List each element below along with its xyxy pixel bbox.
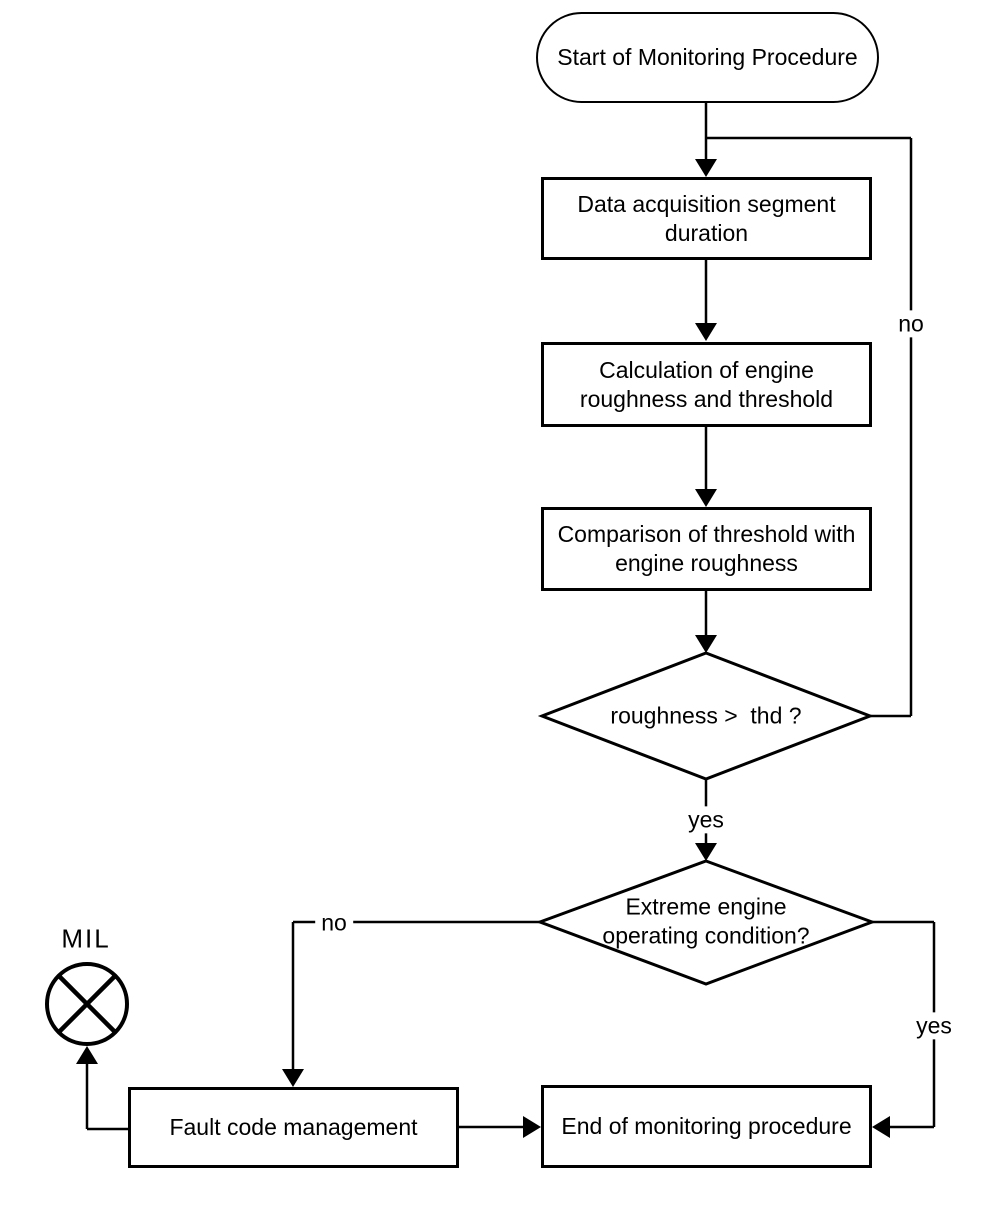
- node-comparison: Comparison of threshold with engine roug…: [541, 507, 872, 591]
- decision-roughness-shape: [537, 651, 875, 781]
- arrowhead-into-fault: [282, 1069, 304, 1087]
- decision-extreme-shape: [535, 859, 877, 986]
- node-comparison-label: Comparison of threshold with engine roug…: [557, 521, 856, 576]
- arrowhead-into-dataacq: [695, 159, 717, 177]
- decision-extreme-label: Extreme engine operating condition?: [602, 893, 810, 949]
- arrowhead-into-decision1: [695, 635, 717, 653]
- decision-roughness-label: roughness > thd ?: [610, 702, 802, 729]
- edge-label-extreme-no: no: [315, 909, 353, 937]
- node-end-label: End of monitoring procedure: [561, 1113, 852, 1140]
- arrowhead-into-mil: [76, 1046, 98, 1064]
- node-fault-code-label: Fault code management: [169, 1114, 418, 1141]
- mil-label: MIL: [61, 923, 111, 954]
- node-fault-code: Fault code management: [128, 1087, 459, 1168]
- arrowhead-into-end-right: [872, 1116, 890, 1138]
- node-data-acquisition-label: Data acquisition segment duration: [577, 190, 836, 246]
- node-data-acquisition: Data acquisition segment duration: [541, 177, 872, 260]
- node-calculation-label: Calculation of engine roughness and thre…: [579, 356, 834, 412]
- mil-lamp-circle: [45, 962, 129, 1046]
- node-end: End of monitoring procedure: [541, 1085, 872, 1168]
- arrowhead-into-end-left: [523, 1116, 541, 1138]
- mil-lamp-cross-line-2: [57, 974, 117, 1034]
- arrowhead-into-calculation: [695, 323, 717, 341]
- mil-lamp-icon: [45, 962, 129, 1046]
- edge-label-extreme-yes: yes: [910, 1012, 958, 1040]
- edge-label-roughness-yes: yes: [682, 806, 730, 834]
- node-start: Start of Monitoring Procedure: [536, 12, 879, 103]
- edge-label-loop-no: no: [892, 310, 930, 338]
- node-calculation: Calculation of engine roughness and thre…: [541, 342, 872, 427]
- arrowhead-into-decision2: [695, 843, 717, 861]
- arrowhead-into-comparison: [695, 489, 717, 507]
- node-start-label: Start of Monitoring Procedure: [557, 44, 858, 71]
